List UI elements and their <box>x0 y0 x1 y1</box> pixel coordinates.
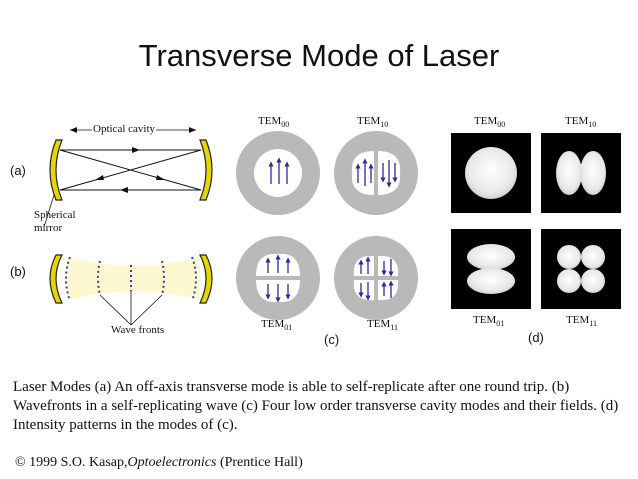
d-tem00-label: TEM00 <box>474 115 506 129</box>
mirror-pointer <box>43 194 55 228</box>
c-tem00-label: TEM00 <box>258 115 290 129</box>
intensity-patterns <box>451 133 621 309</box>
d-tem01-label: TEM01 <box>473 314 505 328</box>
tem01-field <box>236 236 320 320</box>
tem11-intensity <box>541 229 621 309</box>
panel-a-label: (a) <box>10 163 26 178</box>
c-tem11-label: TEM11 <box>367 318 398 332</box>
tem10-field <box>334 131 418 215</box>
panel-d-label: (d) <box>528 330 544 345</box>
panel-c-label: (c) <box>324 332 340 347</box>
ray-arrowheads <box>95 147 165 193</box>
slide-title: Transverse Mode of Laser <box>138 38 500 73</box>
c-tem01-label: TEM01 <box>261 318 293 332</box>
cavity-diagram <box>43 127 213 326</box>
figure-caption: Laser Modes (a) An off-axis transverse m… <box>13 379 619 433</box>
right-mirror-a <box>199 139 213 201</box>
wavefronts <box>65 256 197 302</box>
d-tem10-label: TEM10 <box>565 115 597 129</box>
tem11-field <box>334 236 418 320</box>
mode-field-diagrams <box>236 131 418 320</box>
ray-lines <box>59 149 202 191</box>
panel-b-label: (b) <box>10 264 26 279</box>
c-tem10-label: TEM10 <box>357 115 389 129</box>
d-tem11-label: TEM11 <box>566 314 597 328</box>
right-mirror-b <box>199 254 213 304</box>
copyright-line: © 1999 S.O. Kasap,Optoelectronics (Prent… <box>15 455 303 470</box>
left-mirror-b <box>49 254 63 304</box>
wavefront-pointers <box>99 291 163 326</box>
spherical-label: Spherical <box>34 209 76 221</box>
left-mirror-a <box>49 139 63 201</box>
tem00-field <box>236 131 320 215</box>
wave-fronts-label: Wave fronts <box>111 324 165 336</box>
mirror-label: mirror <box>34 222 63 234</box>
beam-envelope <box>68 257 200 300</box>
optical-cavity-label: Optical cavity <box>92 123 157 135</box>
